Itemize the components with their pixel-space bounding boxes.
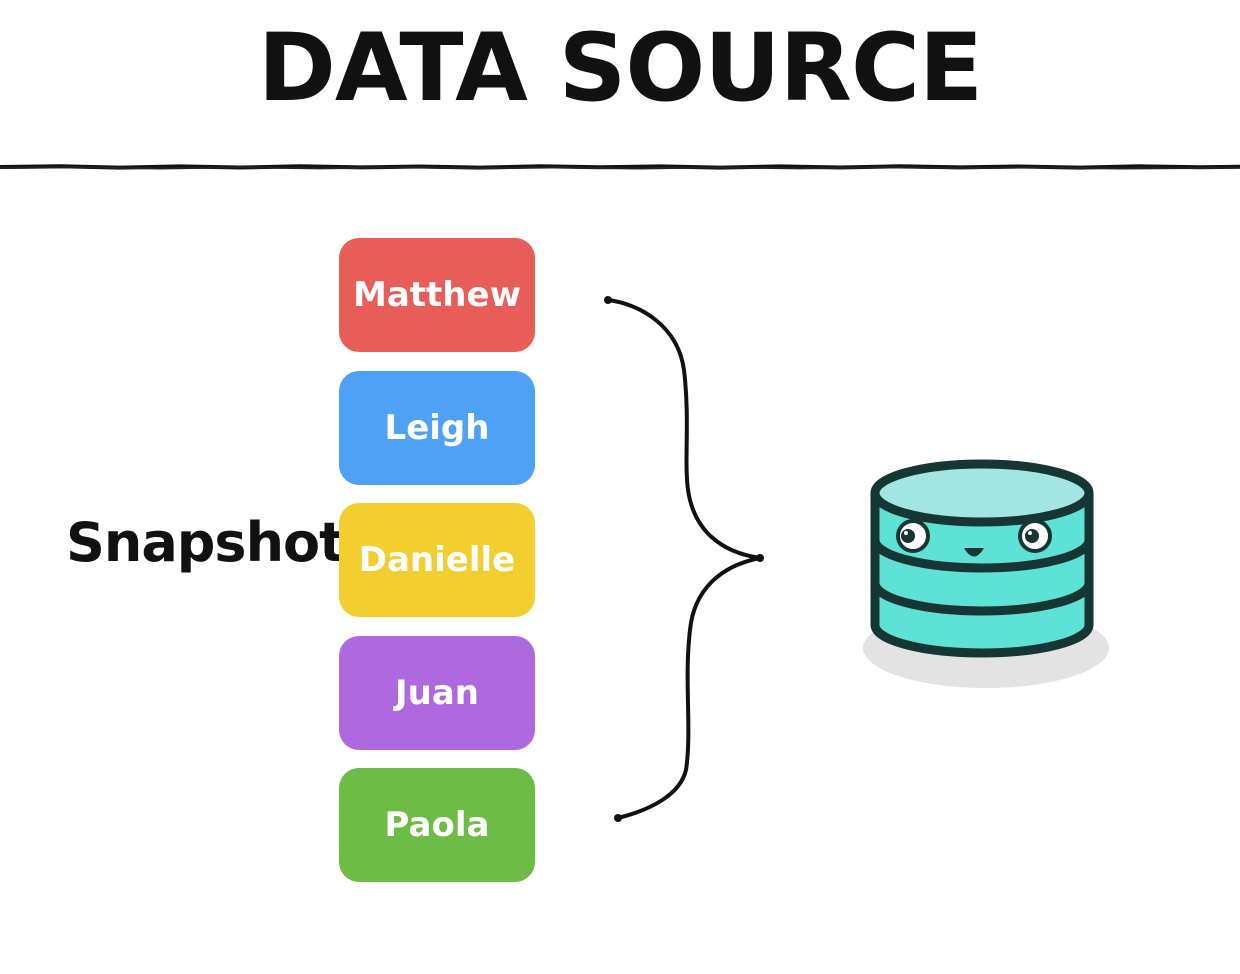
name-box-juan: Juan (339, 636, 535, 750)
database-icon (863, 459, 1109, 688)
name-box-matthew: Matthew (339, 238, 535, 352)
page-title: DATA SOURCE (257, 14, 983, 123)
snapshot-label: Snapshot (66, 511, 345, 574)
name-box-danielle: Danielle (339, 503, 535, 617)
curly-brace (604, 296, 764, 822)
divider (0, 164, 1240, 170)
name-box-paola: Paola (339, 768, 535, 882)
name-box-leigh: Leigh (339, 371, 535, 485)
